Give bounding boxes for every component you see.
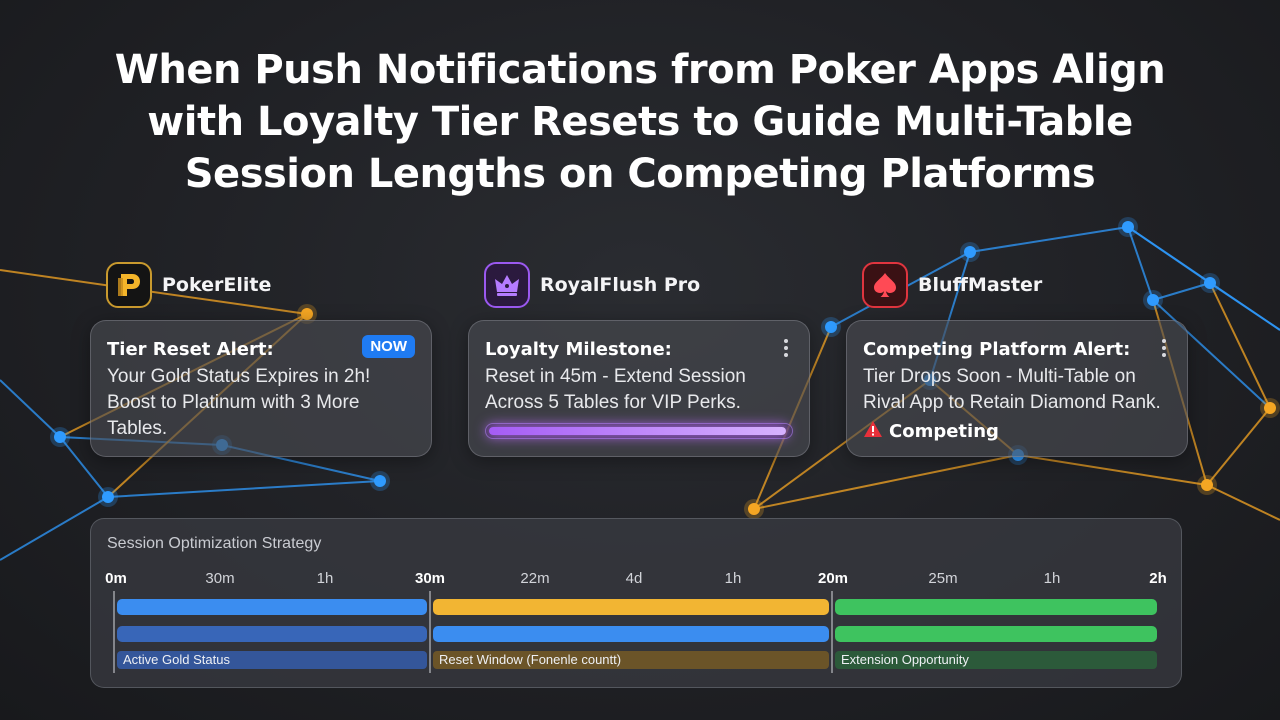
timeline-tick: 25m (928, 570, 958, 587)
progress-bar-fill (489, 427, 786, 435)
competing-label: Competing (889, 421, 999, 442)
notification-card-bluffmaster[interactable]: Competing Platform Alert: Tier Drops Soo… (846, 320, 1188, 457)
notification-title: Competing Platform Alert: (863, 339, 1131, 360)
app-header-pokerelite: PokerElite (106, 262, 271, 308)
timeline-tick: 20m (817, 570, 849, 587)
network-node (1147, 294, 1159, 306)
network-edge (1209, 282, 1271, 409)
timeline-bar-reset-row2 (433, 626, 829, 642)
app-header-royalflush: RoyalFlush Pro (484, 262, 700, 308)
timeline-tick: 30m (414, 570, 446, 587)
timeline-divider (831, 591, 833, 673)
notification-card-royalflush[interactable]: Loyalty Milestone: Reset in 45m - Extend… (468, 320, 810, 457)
network-node (825, 321, 837, 333)
app-name: RoyalFlush Pro (540, 274, 701, 296)
network-node (964, 246, 976, 258)
network-node (301, 308, 313, 320)
progress-bar (485, 423, 793, 439)
timeline-divider (113, 591, 115, 673)
now-badge: NOW (362, 335, 415, 358)
network-node (748, 503, 760, 515)
network-edge (1206, 484, 1280, 521)
page-title-line-3: Session Lengths on Competing Platforms (184, 151, 1096, 197)
network-edge (0, 269, 308, 315)
notification-card-pokerelite[interactable]: Tier Reset Alert: NOW Your Gold Status E… (90, 320, 432, 457)
notification-body: Tier Drops Soon - Multi-Table on Rival A… (863, 366, 1161, 413)
app-name: PokerElite (162, 274, 272, 296)
network-node (1201, 479, 1213, 491)
timeline-tick: 1h (1043, 570, 1061, 587)
app-name: BluffMaster (918, 274, 1043, 296)
network-edge (1127, 226, 1280, 331)
timeline-tick: 1h (316, 570, 334, 587)
session-strategy-panel: Session Optimization Strategy 0m 30m 1h … (90, 518, 1182, 688)
timeline-bar-gold-row1 (117, 599, 427, 615)
notification-title: Loyalty Milestone: (485, 339, 672, 360)
network-edge (1206, 407, 1271, 486)
notification-title: Tier Reset Alert: (107, 339, 274, 360)
network-node (102, 491, 114, 503)
network-node (374, 475, 386, 487)
crown-icon (484, 262, 530, 308)
timeline-tick: 1h (724, 570, 742, 587)
more-options-icon[interactable] (1161, 339, 1167, 357)
notification-body: Your Gold Status Expires in 2h! Boost to… (107, 366, 371, 439)
poker-elite-logo-icon (106, 262, 152, 308)
segment-label-active-gold: Active Gold Status (117, 651, 427, 669)
timeline-tick: 0m (105, 570, 127, 587)
timeline-divider (429, 591, 431, 673)
more-options-icon[interactable] (783, 339, 789, 357)
network-edge (1127, 226, 1154, 301)
timeline-tick: 30m (205, 570, 235, 587)
timeline-tick: 22m (520, 570, 550, 587)
network-edge (1017, 454, 1208, 486)
app-header-bluffmaster: BluffMaster (862, 262, 1042, 308)
timeline-bar-reset-row1 (433, 599, 829, 615)
segment-label-reset-window: Reset Window (Fonenle countt) (433, 651, 829, 669)
page-title-line-1: When Push Notifications from Poker Apps … (114, 47, 1166, 93)
spade-icon (862, 262, 908, 308)
timeline-tick: 2h (1149, 570, 1167, 587)
network-node (1122, 221, 1134, 233)
network-edge (107, 480, 381, 498)
network-edge (1152, 282, 1211, 301)
network-node (1264, 402, 1276, 414)
network-edge (753, 454, 1019, 510)
segment-label-extension: Extension Opportunity (835, 651, 1157, 669)
strategy-title: Session Optimization Strategy (107, 535, 322, 552)
network-edge (969, 226, 1129, 253)
page-title: When Push Notifications from Poker Apps … (0, 44, 1280, 200)
network-edge (59, 436, 109, 498)
network-edge (1152, 299, 1271, 409)
network-node (1204, 277, 1216, 289)
notification-body: Reset in 45m - Extend Session Across 5 T… (485, 366, 746, 413)
timeline-bar-gold-row2 (117, 626, 427, 642)
network-node (54, 431, 66, 443)
timeline-bar-extension-row1 (835, 599, 1157, 615)
competing-status: Competing (863, 420, 1171, 443)
network-edge (0, 496, 109, 561)
timeline-bar-extension-row2 (835, 626, 1157, 642)
page-title-line-2: with Loyalty Tier Resets to Guide Multi-… (147, 99, 1133, 145)
timeline-tick: 4d (625, 570, 643, 587)
warning-icon (863, 420, 883, 443)
network-edge (0, 379, 61, 438)
